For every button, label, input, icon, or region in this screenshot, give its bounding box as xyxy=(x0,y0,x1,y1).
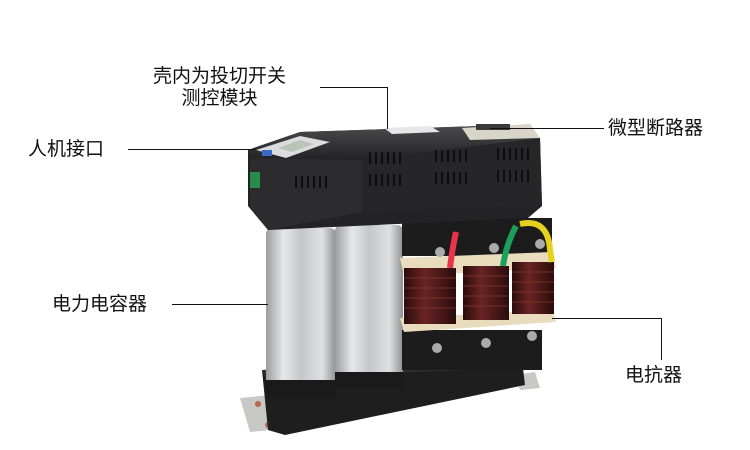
power-capacitors xyxy=(266,225,403,398)
callout-line-module-v xyxy=(387,87,388,129)
label-capacitor: 电力电容器 xyxy=(52,293,148,315)
label-breaker: 微型断路器 xyxy=(608,117,704,139)
label-reactor: 电抗器 xyxy=(625,364,683,386)
callout-line-hmi xyxy=(128,149,256,150)
lcd-screen xyxy=(278,140,314,152)
control-module-housing xyxy=(248,124,542,230)
label-module: 壳内为投切开关 测控模块 xyxy=(153,65,286,109)
callout-line-breaker xyxy=(490,128,604,129)
callout-line-reactor-h xyxy=(552,318,662,319)
callout-line-capacitor xyxy=(172,304,268,305)
label-module-line1: 壳内为投切开关 xyxy=(153,65,287,87)
label-hmi: 人机接口 xyxy=(28,138,105,160)
callout-line-module-h xyxy=(320,87,388,88)
callout-line-reactor-v xyxy=(661,318,662,360)
label-module-line2: 测控模块 xyxy=(181,87,258,109)
reactor xyxy=(400,218,556,370)
